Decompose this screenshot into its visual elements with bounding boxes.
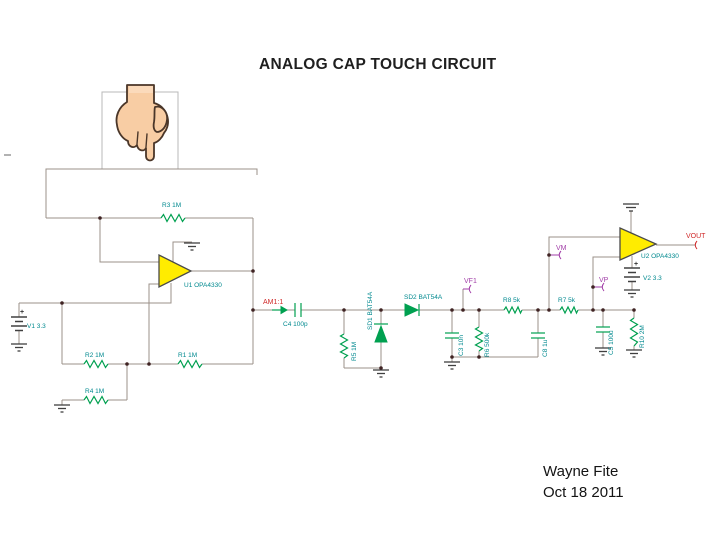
ground-r10 [626, 349, 642, 358]
probe-vf1 [463, 284, 472, 294]
resistor-r2 [83, 359, 109, 369]
ground-r4 [54, 404, 70, 413]
label-r10: R10 2M [639, 325, 646, 348]
resistor-r3 [160, 213, 186, 223]
label-v2: V2 3.3 [643, 275, 662, 282]
label-r8: R8 5k [503, 297, 521, 304]
battery-plus-sign: + [20, 309, 24, 316]
label-v1: V1 3.3 [27, 323, 46, 330]
wrist-highlight [129, 86, 153, 93]
label-r7: R7 5k [558, 297, 576, 304]
label-r3: R3 1M [162, 202, 181, 209]
label-r2: R2 1M [85, 352, 104, 359]
ammeter-am1 [272, 305, 288, 315]
probe-vout [694, 240, 698, 250]
resistor-r10 [629, 317, 639, 347]
opamp-u2 [619, 226, 658, 262]
resistor-r1 [177, 359, 203, 369]
ground-v2 [624, 289, 640, 298]
ground-symbols [11, 203, 642, 413]
junction-dots [60, 216, 636, 370]
opamp-u1 [158, 253, 193, 289]
slide-title: ANALOG CAP TOUCH CIRCUIT [259, 56, 497, 73]
label-sd2: SD2 BAT54A [404, 294, 443, 301]
resistor-r5 [339, 333, 349, 359]
resistor-r7 [559, 305, 579, 315]
ground-u1 [184, 242, 200, 251]
slide-date: Oct 18 2011 [543, 484, 624, 501]
label-r1: R1 1M [178, 352, 197, 359]
label-c4: C4 100p [283, 321, 308, 328]
label-sd1: SD1 BAT54A [367, 291, 374, 330]
ground-c3 [444, 361, 460, 370]
ground-u2-top [623, 203, 639, 212]
ground-v1 [11, 343, 27, 352]
label-c5: C5 100u [608, 330, 615, 355]
capacitor-c8 [531, 332, 545, 339]
author-name: Wayne Fite [543, 463, 619, 480]
label-u2: U2 OPA4330 [641, 253, 679, 260]
label-r5: R5 1M [351, 342, 358, 361]
battery-v2: + [624, 261, 640, 283]
label-c3: C3 10n [458, 335, 465, 356]
label-r4: R4 1M [85, 388, 104, 395]
ground-c5 [595, 347, 611, 356]
label-vf1: VF1 [464, 278, 477, 285]
diode-sd2 [404, 303, 420, 317]
label-vout: VOUT [686, 233, 706, 240]
author-block: Wayne Fite Oct 18 2011 [543, 461, 624, 503]
diode-sd1 [374, 323, 388, 343]
capacitor-c3 [445, 332, 459, 339]
wires [18, 168, 695, 405]
resistor-r6 [474, 326, 484, 352]
resistor-r8 [503, 305, 523, 315]
label-vp: VP [599, 277, 609, 284]
capacitor-c4 [294, 303, 302, 317]
battery-v1: + [11, 309, 27, 332]
label-am1: AM1:1 [263, 299, 283, 306]
label-r6: R6 500k [484, 332, 491, 357]
ground-sd1 [373, 369, 389, 378]
label-u1: U1 OPA4330 [184, 282, 222, 289]
hand-pointer-illustration [115, 84, 169, 162]
label-c8: C8 1u [542, 339, 549, 357]
resistor-r4 [83, 395, 109, 405]
label-vm: VM [556, 245, 567, 252]
battery-plus-sign: + [634, 261, 638, 268]
component-labels: R3 1M U1 OPA4330 C4 100p R5 1M SD1 BAT54… [27, 202, 706, 395]
capacitor-c5 [596, 326, 610, 333]
